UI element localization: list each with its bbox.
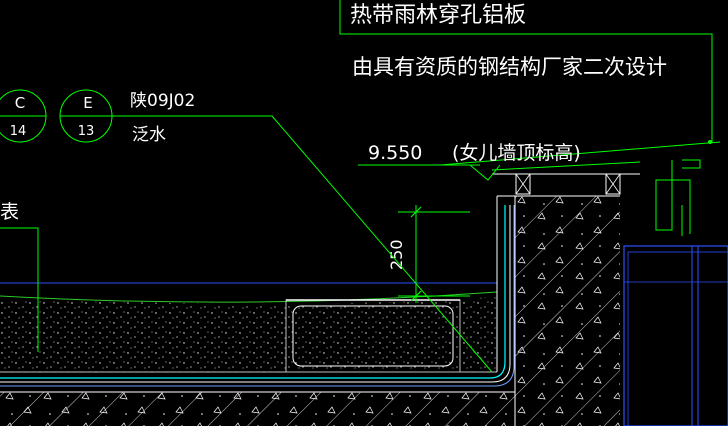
ref-e-letter: E <box>83 94 92 112</box>
drain-box <box>285 299 461 373</box>
dimension-value: 250 <box>387 239 406 270</box>
elevation-mark: 9.550 (女儿墙顶标高) <box>358 142 581 181</box>
elevation-note: (女儿墙顶标高) <box>452 142 581 164</box>
standard-leader: 陕09J02 泛水 <box>112 91 493 373</box>
height-dimension: 250 <box>387 205 470 303</box>
membrane <box>0 196 515 387</box>
standard-code: 陕09J02 <box>130 91 195 111</box>
elevation-value: 9.550 <box>368 142 422 164</box>
ref-c-letter: C <box>15 94 25 112</box>
roof-slab <box>0 391 515 426</box>
parapet-wall <box>497 195 620 426</box>
ref-c-number: 14 <box>10 124 27 139</box>
standard-item: 泛水 <box>132 125 166 145</box>
parapet-cap <box>491 161 641 195</box>
left-label-leader: 表 <box>0 201 39 352</box>
steel-structure <box>623 245 728 426</box>
note-frame <box>339 0 721 166</box>
detail-ref-e: E 13 <box>59 89 113 143</box>
panel-bracket <box>655 159 701 236</box>
panel-subtitle: 由具有资质的钢结构厂家二次设计 <box>352 55 667 79</box>
ref-e-number: 13 <box>78 124 95 139</box>
detail-ref-c: C 14 <box>0 89 47 143</box>
partial-label: 表 <box>0 201 19 223</box>
panel-title: 热带雨林穿孔铝板 <box>350 3 526 28</box>
